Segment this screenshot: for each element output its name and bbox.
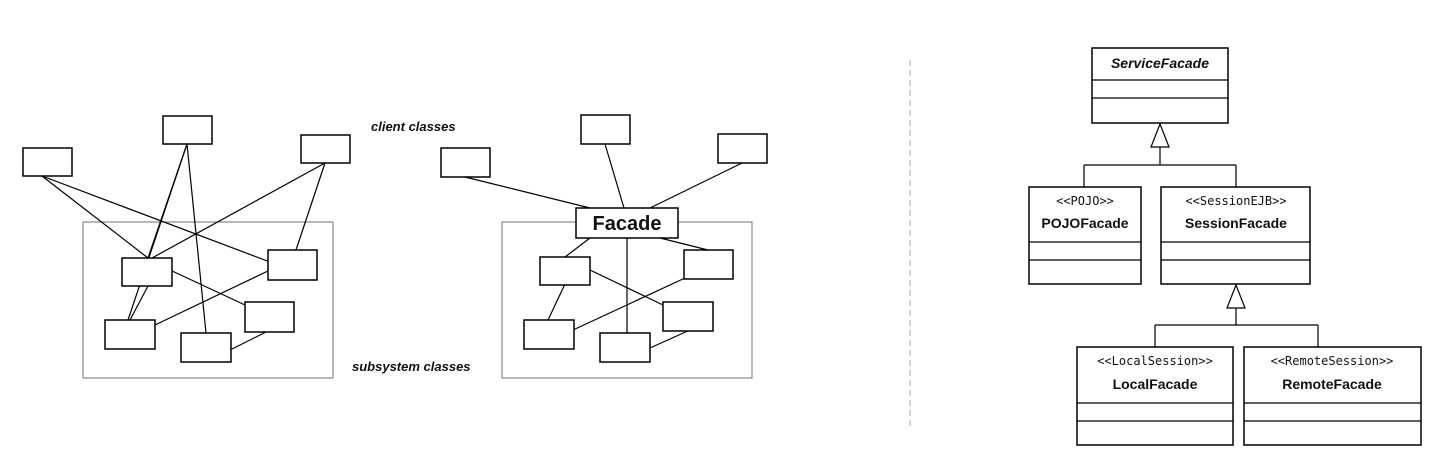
class-stereotype: <<LocalSession>>	[1097, 354, 1213, 368]
subsystem-class-box	[539, 256, 591, 286]
subsystem-class-box	[662, 301, 714, 332]
without-facade-diagram	[22, 115, 351, 379]
remote-facade-class: <<RemoteSession>> RemoteFacade	[1243, 346, 1422, 446]
client-class-box	[580, 114, 631, 145]
client-class-box	[22, 147, 73, 177]
generalization-arrow	[1154, 283, 1319, 347]
subsystem-class-box	[244, 301, 295, 333]
class-stereotype: <<POJO>>	[1056, 194, 1114, 208]
coupling-lines	[41, 143, 326, 351]
client-classes-label: client classes	[371, 119, 456, 134]
subsystem-class-box	[683, 249, 734, 280]
class-name: RemoteFacade	[1282, 376, 1382, 392]
subsystem-class-box	[523, 319, 575, 350]
facade-label: Facade	[593, 213, 662, 235]
client-class-box	[162, 115, 213, 145]
uml-class-diagram: ServiceFacade <<POJO>> POJOFacade <<Sess…	[1028, 47, 1422, 446]
local-facade-class: <<LocalSession>> LocalFacade	[1076, 346, 1234, 446]
subsystem-class-box	[599, 332, 651, 363]
class-stereotype: <<RemoteSession>>	[1271, 354, 1394, 368]
session-facade-class: <<SessionEJB>> SessionFacade	[1160, 186, 1311, 285]
subsystem-boundary	[82, 221, 334, 379]
subsystem-class-box	[180, 332, 232, 363]
with-facade-diagram: Facade	[440, 114, 768, 379]
subsystem-class-box	[267, 249, 318, 281]
service-facade-class: ServiceFacade	[1091, 47, 1229, 124]
client-class-box	[300, 134, 351, 164]
class-name: SessionFacade	[1185, 215, 1287, 231]
facade-lines	[464, 143, 743, 349]
class-name: POJOFacade	[1041, 215, 1128, 231]
facade-box	[575, 207, 679, 239]
subsystem-class-box	[104, 319, 156, 350]
subsystem-class-box	[121, 257, 173, 287]
class-name: LocalFacade	[1113, 376, 1198, 392]
subsystem-classes-label: subsystem classes	[352, 359, 471, 374]
class-name: ServiceFacade	[1111, 55, 1209, 71]
pojo-facade-class: <<POJO>> POJOFacade	[1028, 186, 1142, 285]
class-stereotype: <<SessionEJB>>	[1185, 194, 1286, 208]
client-class-box	[440, 147, 491, 178]
generalization-arrow	[1083, 122, 1237, 187]
client-class-box	[717, 133, 768, 164]
